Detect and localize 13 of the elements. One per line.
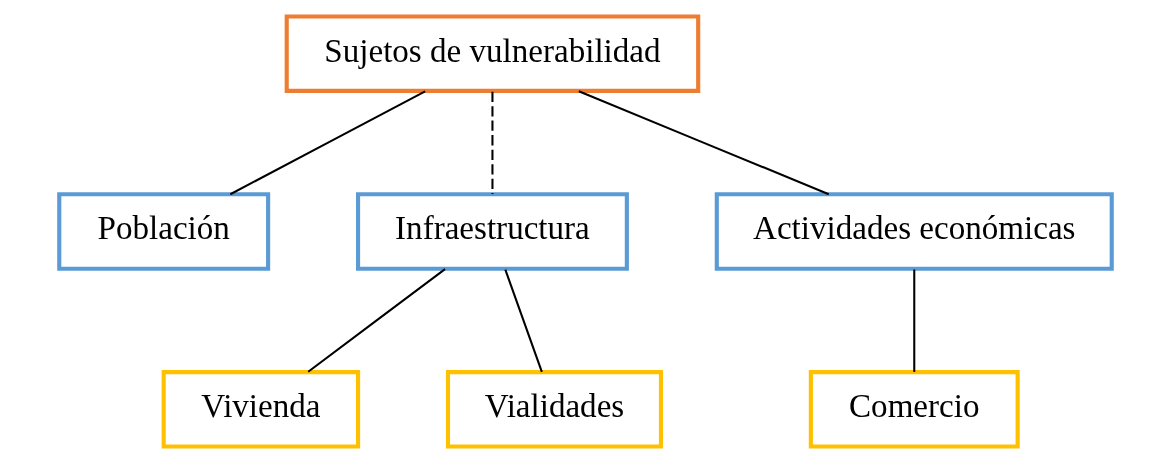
- node-box: Comercio: [808, 370, 1020, 449]
- connector: [307, 268, 446, 373]
- node-box: Infraestructura: [355, 192, 629, 271]
- connector: [490, 91, 493, 195]
- connector: [577, 90, 829, 196]
- connector: [912, 269, 915, 372]
- node-box: Sujetos de vulnerabilidad: [284, 14, 700, 93]
- node-box: Población: [56, 192, 270, 271]
- node-box: Vialidades: [445, 370, 663, 449]
- node-box: Vivienda: [161, 370, 360, 449]
- connector: [503, 269, 543, 373]
- connector: [229, 90, 426, 196]
- node-box: Actividades económicas: [714, 192, 1114, 271]
